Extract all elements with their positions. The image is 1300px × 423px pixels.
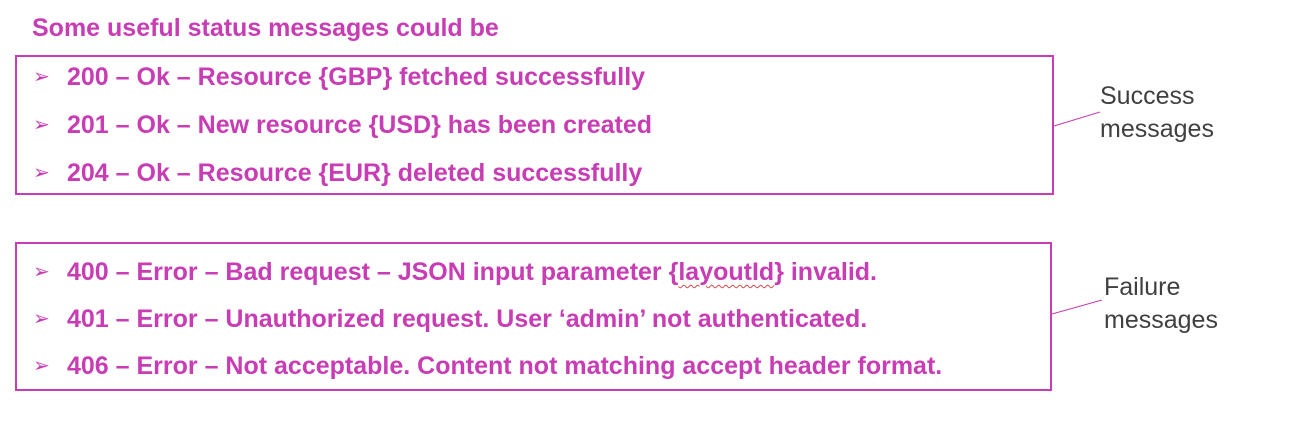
spellcheck-word: layoutId	[678, 258, 775, 286]
failure-messages-box: ➢ 400 – Error – Bad request – JSON input…	[15, 242, 1052, 391]
status-message-text: 204 – Ok – Resource {EUR} deleted succes…	[67, 159, 643, 187]
status-message-text: 201 – Ok – New resource {USD} has been c…	[67, 111, 653, 139]
callout-label-line: messages	[1104, 306, 1218, 334]
arrow-bullet-icon: ➢	[33, 261, 50, 283]
arrow-bullet-icon: ➢	[33, 114, 50, 136]
message-part: } invalid.	[774, 258, 877, 286]
callout-label-line: Success	[1100, 82, 1195, 110]
arrow-bullet-icon: ➢	[33, 66, 50, 88]
status-message-text: 400 – Error – Bad request – JSON input p…	[67, 256, 877, 288]
success-callout-line	[1053, 111, 1101, 127]
arrow-bullet-icon: ➢	[33, 355, 50, 377]
message-part: 400 – Error – Bad request – JSON input p…	[67, 258, 679, 286]
status-message-text: 200 – Ok – Resource {GBP} fetched succes…	[67, 63, 646, 91]
arrow-bullet-icon: ➢	[33, 308, 50, 330]
failure-callout-line	[1051, 299, 1103, 315]
success-messages-box: ➢ 200 – Ok – Resource {GBP} fetched succ…	[15, 55, 1054, 195]
failure-callout-label: Failure messages	[1104, 271, 1218, 337]
success-callout-label: Success messages	[1100, 80, 1214, 146]
arrow-bullet-icon: ➢	[33, 162, 50, 184]
status-message-text: 406 – Error – Not acceptable. Content no…	[67, 352, 943, 380]
callout-label-line: Failure	[1104, 273, 1181, 301]
callout-label-line: messages	[1100, 115, 1214, 143]
status-message-text: 401 – Error – Unauthorized request. User…	[67, 305, 868, 333]
page-heading: Some useful status messages could be	[32, 14, 499, 42]
